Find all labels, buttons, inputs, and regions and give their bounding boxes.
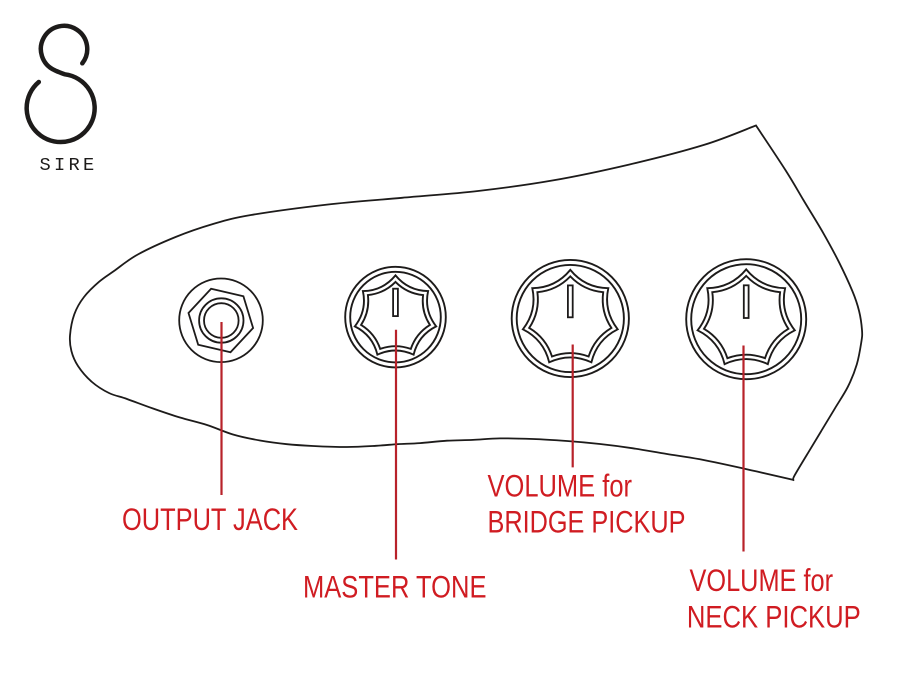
svg-text:MASTER TONE: MASTER TONE [303,569,487,605]
svg-text:VOLUME for: VOLUME for [488,468,633,504]
svg-text:OUTPUT JACK: OUTPUT JACK [122,501,298,537]
svg-text:BRIDGE PICKUP: BRIDGE PICKUP [488,503,686,539]
svg-text:SIRE: SIRE [40,154,98,176]
svg-text:VOLUME for: VOLUME for [690,562,834,598]
svg-text:NECK PICKUP: NECK PICKUP [687,599,861,635]
